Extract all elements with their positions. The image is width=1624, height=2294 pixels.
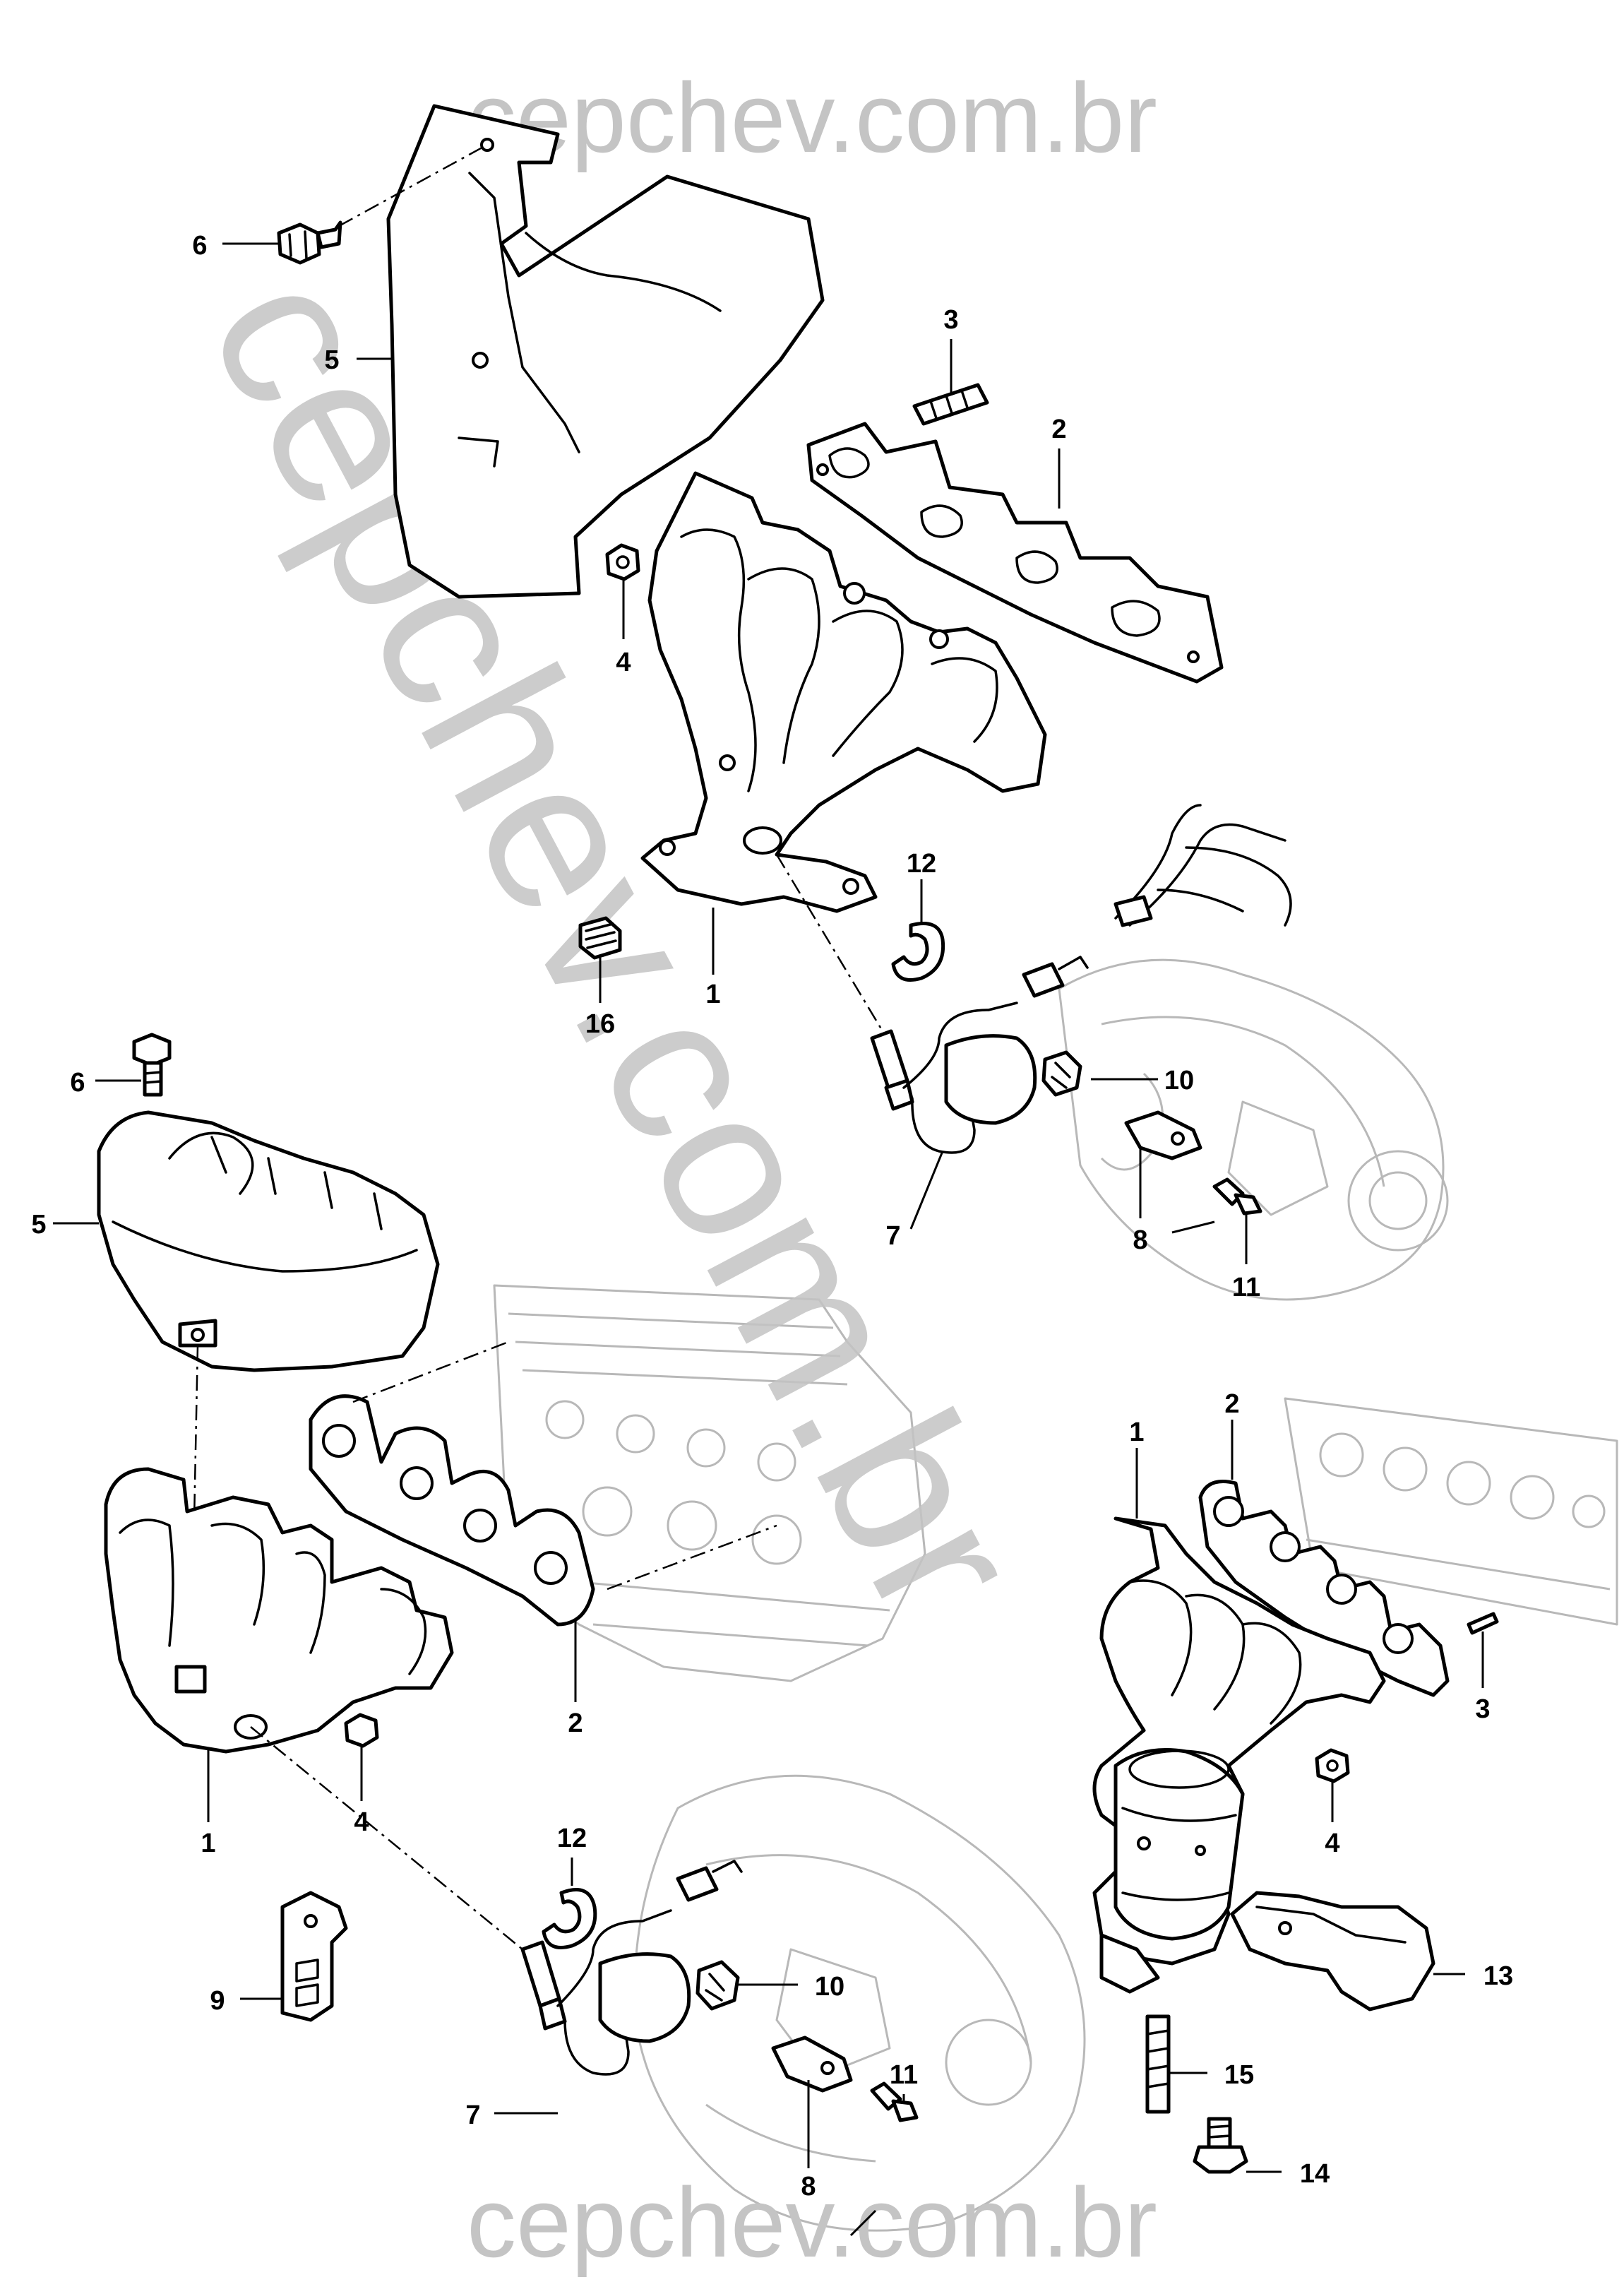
callout-labels: 6 5 3 2 4 12 16 1 6 10 5 7 8 11 1 2 3 2 …	[31, 231, 1513, 2201]
nut-top	[605, 543, 640, 581]
callout-16-top: 16	[585, 1009, 615, 1039]
callout-7-bot: 7	[465, 2100, 480, 2130]
callout-2-top: 2	[1051, 415, 1066, 444]
nut-left	[344, 1713, 379, 1748]
callout-7-top: 7	[885, 1221, 900, 1251]
stud-15	[1145, 2014, 1171, 2114]
nut-right	[1315, 1748, 1350, 1783]
clip-top	[891, 922, 945, 982]
callout-1-right: 1	[1129, 1418, 1144, 1447]
callout-13: 13	[1483, 1961, 1513, 1991]
exhaust-manifold-top	[640, 471, 1047, 913]
callout-3-right: 3	[1475, 1694, 1490, 1724]
ghost-engine-background	[493, 958, 1618, 2232]
callout-4-top: 4	[616, 648, 631, 677]
manifold-catalyst-right	[1092, 1516, 1386, 1994]
bracket-bottom	[771, 2036, 853, 2093]
bolt-14	[1193, 2117, 1248, 2174]
stud-top	[912, 383, 989, 426]
callout-2-right: 2	[1224, 1389, 1239, 1419]
wiring-harness-top	[1113, 804, 1292, 927]
bracket-top	[1124, 1110, 1215, 1234]
callout-8-top: 8	[1133, 1225, 1147, 1255]
callout-11-bot: 11	[890, 2060, 918, 2090]
heat-shield-top	[386, 104, 825, 599]
callout-8-bot: 8	[801, 2172, 816, 2201]
callout-12-bot: 12	[557, 1824, 587, 1853]
watermark-bottom: cepchev.com.br	[467, 2167, 1157, 2278]
callout-1-left: 1	[201, 1829, 215, 1858]
callout-10-top: 10	[1164, 1066, 1194, 1095]
callout-4-right: 4	[1325, 1829, 1339, 1858]
callout-1-top: 1	[705, 980, 720, 1009]
gasket-right	[1198, 1480, 1450, 1697]
exhaust-manifold-mid	[104, 1467, 523, 1950]
callout-11-top: 11	[1232, 1273, 1260, 1302]
bracket-13	[1230, 1891, 1435, 2011]
callout-12-top: 12	[907, 849, 936, 879]
bracket-9	[280, 1891, 348, 2022]
callout-3-top: 3	[943, 305, 958, 335]
grommet-top	[1041, 1050, 1082, 1097]
callout-6-mid: 6	[70, 1068, 85, 1098]
gasket-mid	[309, 1341, 777, 1627]
bolt-11-top	[1212, 1177, 1262, 1216]
callout-14: 14	[1300, 2159, 1330, 2189]
bolt-top	[277, 143, 488, 265]
callout-5-mid: 5	[31, 1210, 46, 1240]
callout-10-bot: 10	[815, 1972, 844, 2002]
oxygen-sensor-bottom	[520, 1860, 743, 2076]
heat-shield-mid	[97, 1110, 440, 1696]
callout-5-top: 5	[324, 345, 339, 375]
watermark-top: cepchev.com.br	[467, 62, 1157, 173]
oxygen-sensor-top	[775, 854, 1089, 1154]
callout-9: 9	[210, 1986, 225, 2016]
callout-2-left: 2	[568, 1708, 583, 1738]
gasket-top	[806, 422, 1224, 684]
callout-4-left: 4	[354, 1807, 369, 1837]
callout-15: 15	[1224, 2060, 1254, 2090]
clip-bottom	[542, 1888, 597, 1949]
callout-6-top: 6	[192, 231, 207, 261]
bolt-mid	[132, 1033, 172, 1097]
callout-leaders	[53, 242, 1484, 2237]
spacer-16	[578, 916, 622, 960]
grommet-bottom	[695, 1960, 740, 2011]
stud-right	[1467, 1612, 1499, 1635]
bolt-11-bottom	[870, 2081, 919, 2122]
